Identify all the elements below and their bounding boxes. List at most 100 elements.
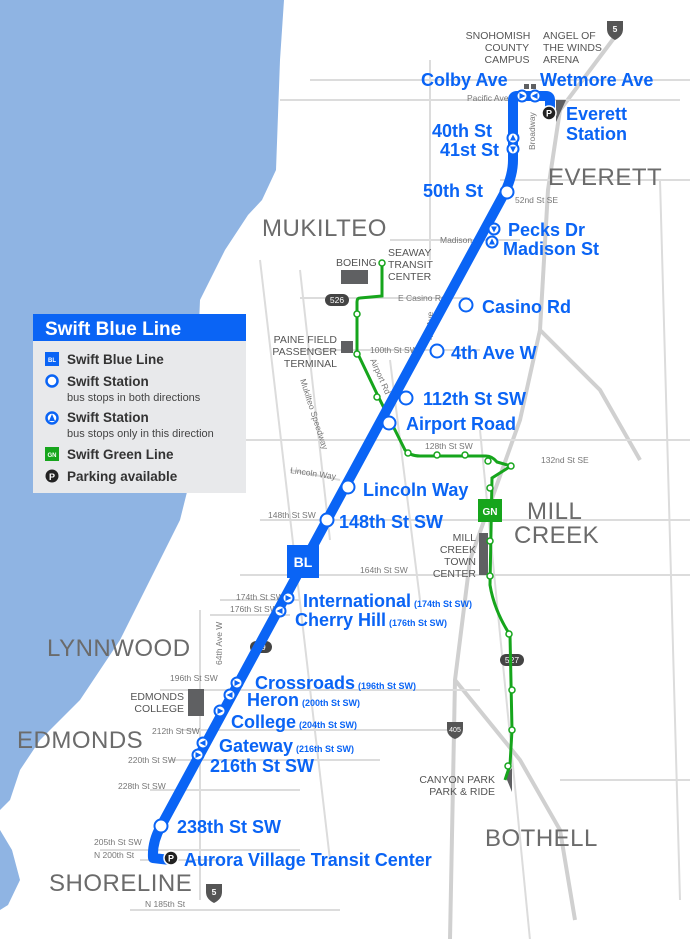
- station-cherry-hill[interactable]: Cherry Hill(176th St SW): [295, 610, 447, 630]
- svg-text:148th St SW: 148th St SW: [268, 510, 316, 520]
- station-41st-st[interactable]: 41st St: [440, 140, 499, 160]
- svg-text:Madison St: Madison St: [440, 235, 483, 245]
- svg-text:Swift Station: Swift Station: [67, 374, 149, 389]
- station-112th-st-sw[interactable]: 112th St SW: [423, 389, 526, 409]
- svg-text:E Casino Rd: E Casino Rd: [398, 293, 446, 303]
- svg-text:bus stops in both directions: bus stops in both directions: [67, 392, 201, 404]
- station-circle-icon: [45, 374, 59, 388]
- svg-text:MUKILTEO: MUKILTEO: [262, 215, 387, 242]
- parking-icon: P: [546, 109, 552, 119]
- gn-badge-icon: [45, 447, 59, 461]
- station-216th-st-sw[interactable]: 216th St SW: [210, 756, 314, 776]
- parking-icon: P: [168, 854, 174, 864]
- everett-station-building: [556, 100, 566, 122]
- direction-arrow-icon: [285, 595, 292, 601]
- direction-arrow-icon: [510, 146, 516, 153]
- svg-text:176th St SW: 176th St SW: [230, 604, 278, 614]
- blue-line-stations: PP: [153, 89, 557, 866]
- svg-text:212th St SW: 212th St SW: [152, 726, 200, 736]
- station-international[interactable]: International(174th St SW): [303, 591, 472, 611]
- station-marker[interactable]: [398, 390, 414, 406]
- parking-station-marker[interactable]: [163, 850, 179, 866]
- svg-text:Pacific Ave: Pacific Ave: [467, 93, 509, 103]
- svg-text:BL: BL: [294, 554, 313, 570]
- mill-creek-town-center-building: [479, 533, 488, 575]
- green-line-stops: [353, 259, 516, 770]
- svg-text:N 200th St: N 200th St: [94, 850, 135, 860]
- direction-arrow-icon: [489, 238, 495, 245]
- svg-text:MILL: MILL: [527, 498, 582, 525]
- direction-arrow-icon: [491, 226, 497, 233]
- direction-arrow-icon: [199, 740, 206, 746]
- station-airport-road[interactable]: Airport Road: [406, 414, 516, 434]
- interstate-shield-5-south: [206, 884, 222, 903]
- swift-green-line-route: [355, 263, 515, 781]
- svg-text:164th St SW: 164th St SW: [360, 565, 408, 575]
- station-marker[interactable]: [319, 512, 335, 528]
- station-lincoln-way[interactable]: Lincoln Way: [363, 480, 468, 500]
- paine-field-building: [341, 341, 353, 353]
- station-marker[interactable]: [340, 479, 356, 495]
- station-crossroads[interactable]: Crossroads(196th St SW): [255, 673, 416, 693]
- direction-arrow-icon: [195, 752, 202, 758]
- svg-text:Lincoln Way: Lincoln Way: [290, 465, 338, 481]
- svg-text:228th St SW: 228th St SW: [118, 781, 166, 791]
- station-wetmore-ave[interactable]: Wetmore Ave: [540, 70, 653, 90]
- svg-text:52nd St SE: 52nd St SE: [515, 195, 558, 205]
- svg-text:EDMONDS: EDMONDS: [17, 727, 143, 754]
- station-madison-st[interactable]: Madison St: [503, 239, 599, 259]
- station-heron[interactable]: Heron(200th St SW): [247, 690, 360, 710]
- station-marker[interactable]: [458, 297, 474, 313]
- svg-text:bus stops only in this directi: bus stops only in this direction: [67, 428, 214, 440]
- boeing-building: [341, 270, 368, 284]
- svg-text:Broadway: Broadway: [527, 111, 537, 150]
- svg-text:P: P: [49, 472, 55, 482]
- station-marker[interactable]: [381, 415, 397, 431]
- svg-text:5: 5: [212, 887, 217, 897]
- direction-arrow-icon: [234, 680, 241, 686]
- station-everett[interactable]: Everett: [566, 104, 627, 124]
- station-casino-rd[interactable]: Casino Rd: [482, 297, 571, 317]
- station-everett-line2[interactable]: Station: [566, 124, 627, 144]
- station-gateway[interactable]: Gateway(216th St SW): [219, 736, 354, 756]
- station-40th-st[interactable]: 40th St: [432, 121, 492, 141]
- svg-text:Parking available: Parking available: [67, 469, 178, 484]
- station-pecks-dr[interactable]: Pecks Dr: [508, 220, 585, 240]
- road-network: [100, 28, 690, 939]
- station-colby-ave[interactable]: Colby Ave: [421, 70, 508, 90]
- station-50th-st[interactable]: 50th St: [423, 181, 483, 201]
- svg-text:BL: BL: [48, 358, 56, 364]
- interstate-shield-5: [607, 21, 623, 40]
- legend: Swift Blue Line BL Swift Blue Line Swift…: [33, 314, 246, 493]
- station-238th-st-sw[interactable]: 238th St SW: [177, 817, 281, 837]
- svg-text:220th St SW: 220th St SW: [128, 755, 176, 765]
- direction-arrow-icon: [519, 93, 526, 99]
- svg-text:526: 526: [330, 295, 344, 305]
- direction-arrow-icon: [276, 608, 283, 614]
- svg-text:527: 527: [505, 655, 519, 665]
- station-college[interactable]: College(204th St SW): [231, 712, 357, 732]
- station-marker[interactable]: [429, 343, 445, 359]
- direction-arrow-icon: [217, 708, 224, 714]
- station-marker[interactable]: [153, 818, 169, 834]
- svg-text:5: 5: [613, 24, 618, 34]
- station-4th-ave-w[interactable]: 4th Ave W: [451, 343, 537, 363]
- svg-text:SHORELINE: SHORELINE: [49, 870, 192, 897]
- svg-text:Swift Green Line: Swift Green Line: [67, 447, 174, 462]
- parking-station-marker[interactable]: [541, 105, 557, 121]
- svg-text:BOEING: BOEING: [336, 257, 377, 269]
- station-148th-st-sw[interactable]: 148th St SW: [339, 512, 443, 532]
- svg-text:128th St SW: 128th St SW: [425, 441, 473, 451]
- svg-text:GN: GN: [483, 507, 498, 518]
- water-south: [0, 830, 20, 910]
- city-labels: MUKILTEO EVERETT MILL CREEK LYNNWOOD EDM…: [17, 164, 662, 897]
- bl-badge-icon: [45, 352, 59, 366]
- station-marker[interactable]: [499, 184, 515, 200]
- station-aurora-village[interactable]: Aurora Village Transit Center: [184, 850, 432, 870]
